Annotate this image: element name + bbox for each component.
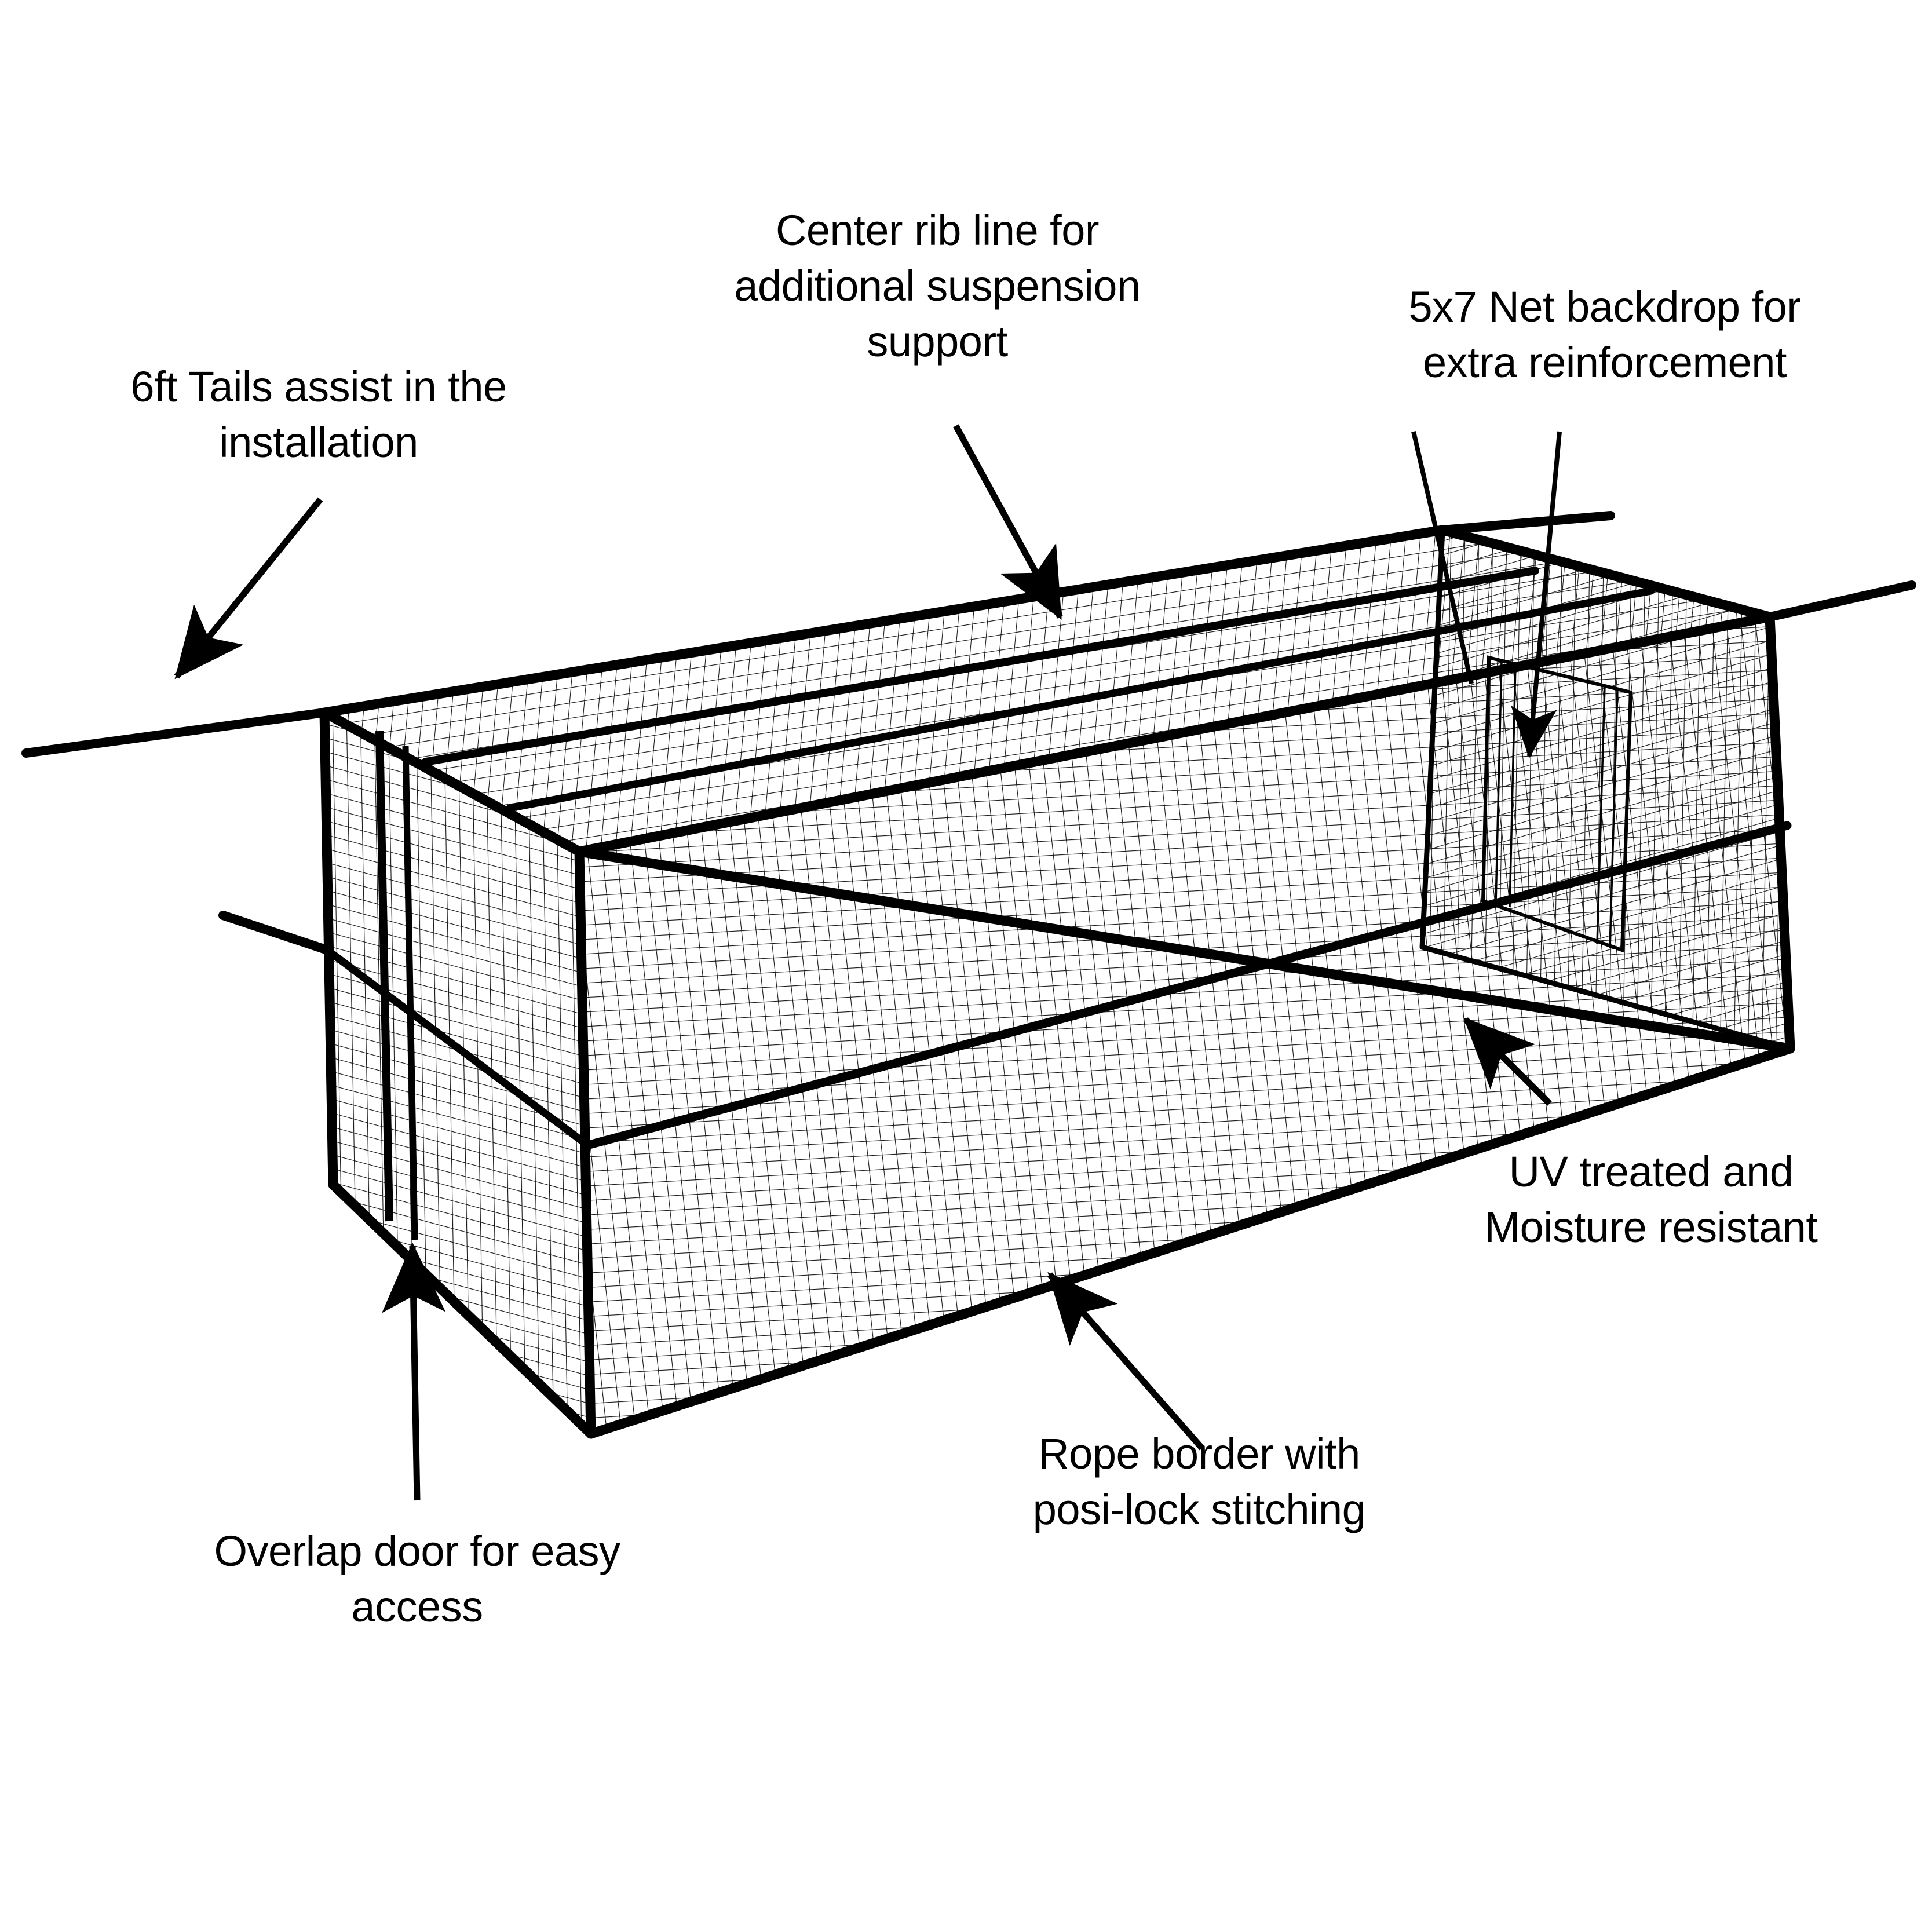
leader-backdrop-a xyxy=(1510,431,1562,758)
leader-center-rib xyxy=(953,424,1063,620)
leader-rope xyxy=(1047,1272,1205,1451)
annotation-overlap-door: Overlap door for easy access xyxy=(214,1527,620,1631)
overlap-door-edge xyxy=(375,731,418,1240)
annotation-tails: 6ft Tails assist in the installation xyxy=(130,363,507,467)
leader-arrows xyxy=(174,424,1562,1501)
tail-rope-left xyxy=(21,708,329,758)
leader-door xyxy=(382,1242,446,1501)
annotation-backdrop: 5x7 Net backdrop for extra reinforcement xyxy=(1408,283,1801,387)
annotation-center-rib: Center rib line for additional suspensio… xyxy=(734,206,1141,366)
rear-backdrop-panel xyxy=(1481,655,1633,953)
leader-uv xyxy=(1463,1017,1552,1106)
tail-rope-right xyxy=(1765,580,1916,622)
leader-tails xyxy=(174,497,323,680)
tail-rope-left-mid xyxy=(218,911,332,955)
net-mesh-faces xyxy=(324,530,1790,1434)
annotation-rope-border: Rope border with posi-lock stitching xyxy=(1032,1430,1366,1534)
tail-rope-far-inner xyxy=(1438,511,1615,535)
annotation-uv-moisture: UV treated and Moisture resistant xyxy=(1484,1148,1818,1252)
leader-backdrop-b xyxy=(1411,431,1474,684)
tail-ropes xyxy=(21,511,1916,955)
